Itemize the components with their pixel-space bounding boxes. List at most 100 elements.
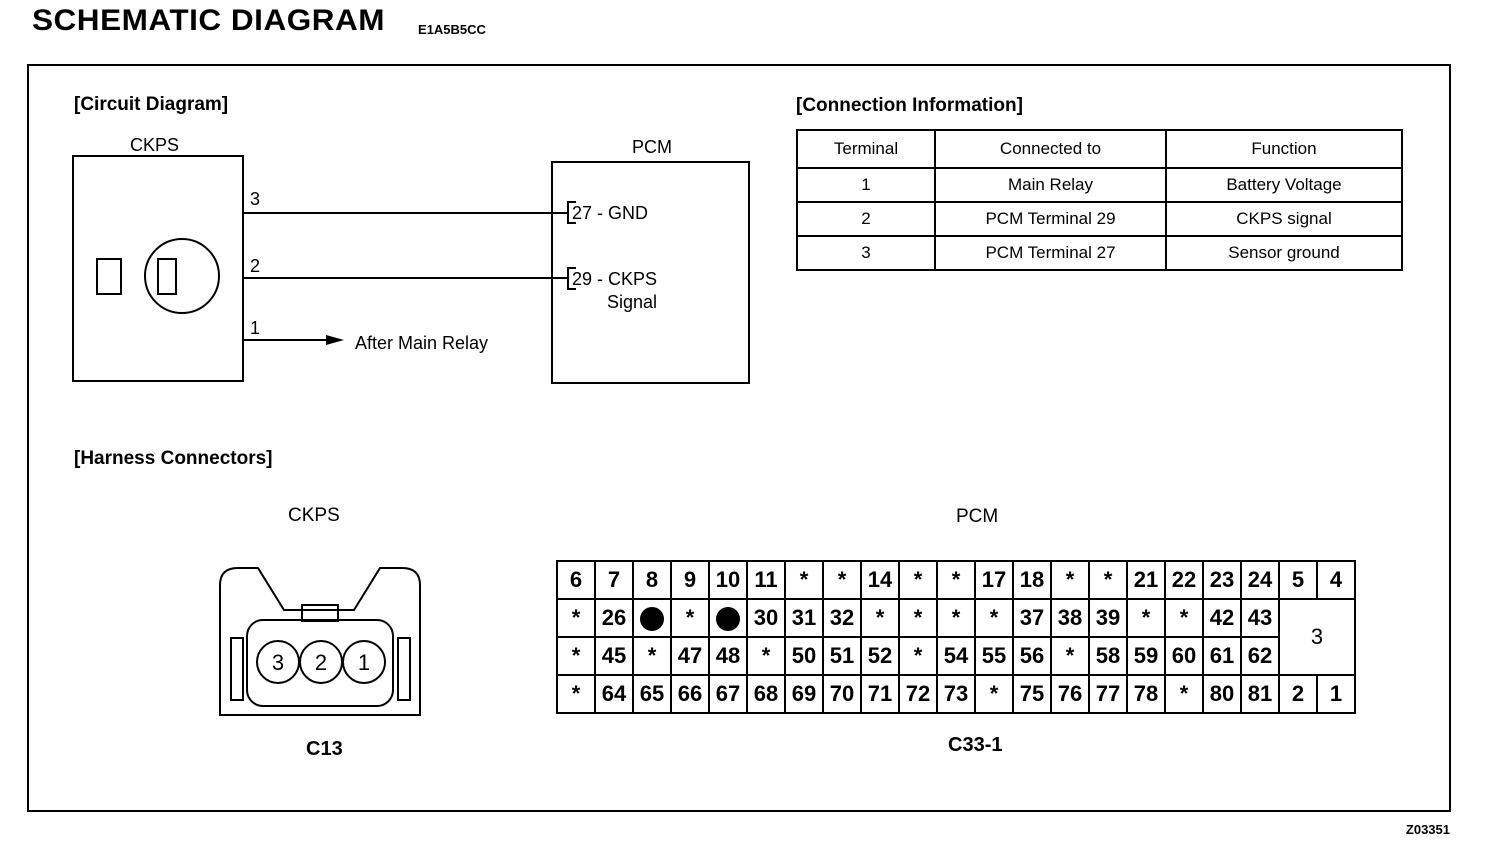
ckps-connector-housing	[219, 567, 421, 716]
ckps-sensor-slot	[96, 258, 122, 295]
pcm-terminal-27-desc: - GND	[592, 203, 649, 223]
pcm-terminal-cell: 45	[594, 636, 634, 676]
table-row: 3 PCM Terminal 27 Sensor ground	[796, 235, 1403, 271]
pcm-terminal-cell-large: 3	[1278, 598, 1356, 676]
ckps-connector-pin-1: 1	[357, 650, 371, 675]
table-cell-function: Sensor ground	[1165, 235, 1403, 271]
pcm-terminal-cell: 75	[1012, 674, 1052, 714]
table-cell-terminal: 2	[796, 201, 936, 237]
pcm-terminal-cell: *	[1164, 598, 1204, 638]
pcm-terminal-cell: 80	[1202, 674, 1242, 714]
pcm-terminal-cell: 60	[1164, 636, 1204, 676]
pcm-box	[551, 161, 750, 384]
pcm-terminal-cell: *	[1050, 636, 1090, 676]
table-cell-connected-to: PCM Terminal 29	[934, 201, 1167, 237]
pcm-terminal-cell: 17	[974, 560, 1014, 600]
pcm-label: PCM	[632, 137, 672, 157]
pcm-terminal-cell: 52	[860, 636, 900, 676]
pcm-terminal-cell: *	[936, 560, 976, 600]
pcm-terminal-29-number: 29	[572, 269, 593, 289]
pcm-terminal-cell: 32	[822, 598, 862, 638]
table-cell-function: CKPS signal	[1165, 201, 1403, 237]
pcm-terminal-cell: 43	[1240, 598, 1280, 638]
pcm-terminal-cell: 22	[1164, 560, 1204, 600]
ckps-connector-lock	[301, 604, 339, 622]
table-header-connected-to: Connected to	[934, 129, 1167, 169]
pcm-terminal-cell: 9	[670, 560, 710, 600]
ckps-label: CKPS	[130, 135, 180, 155]
ckps-pin-2-label: 2	[250, 256, 261, 276]
pcm-terminal-cell: 77	[1088, 674, 1128, 714]
pcm-terminal-cell: *	[898, 598, 938, 638]
document-code: E1A5B5CC	[418, 22, 486, 37]
pcm-terminal-cell: *	[974, 598, 1014, 638]
pcm-terminal-cell: 50	[784, 636, 824, 676]
pcm-terminal-cell: 1	[1316, 674, 1356, 714]
pcm-terminal-cell: 21	[1126, 560, 1166, 600]
ckps-pin-1-label: 1	[250, 318, 261, 338]
table-cell-connected-to: PCM Terminal 27	[934, 235, 1167, 271]
pcm-terminal-cell: *	[670, 598, 710, 638]
pcm-harness-label: PCM	[956, 506, 999, 527]
pcm-terminal-cell: 8	[632, 560, 672, 600]
pcm-terminal-cell: 69	[784, 674, 824, 714]
pcm-terminal-cell: *	[632, 636, 672, 676]
pcm-terminal-cell: 23	[1202, 560, 1242, 600]
ckps-connector-pin-3: 3	[271, 650, 285, 675]
ckps-sensor-inner-slot	[157, 258, 177, 295]
pcm-terminal-cell: *	[784, 560, 824, 600]
term27-bracket	[567, 201, 576, 224]
pcm-terminal-cell: 67	[708, 674, 748, 714]
pcm-terminal-cell: 14	[860, 560, 900, 600]
pcm-terminal-cell: 2	[1278, 674, 1318, 714]
pcm-terminal-cell: 47	[670, 636, 710, 676]
table-header-function: Function	[1165, 129, 1403, 169]
arrow-after-main-relay	[326, 335, 344, 345]
pcm-terminal-cell: 66	[670, 674, 710, 714]
table-cell-terminal: 3	[796, 235, 936, 271]
pcm-terminal-cell: 78	[1126, 674, 1166, 714]
pcm-terminal-dot	[716, 607, 740, 632]
pcm-terminal-29-desc-line2: Signal	[607, 292, 658, 312]
pcm-terminal-cell: *	[898, 636, 938, 676]
pcm-terminal-cell: *	[1050, 560, 1090, 600]
pcm-terminal-cell: *	[746, 636, 786, 676]
pcm-terminal-cell: *	[822, 560, 862, 600]
pcm-terminal-cell: 38	[1050, 598, 1090, 638]
pcm-terminal-cell: 55	[974, 636, 1014, 676]
term29-bracket	[567, 267, 576, 290]
figure-code: Z03351	[1405, 822, 1450, 837]
pcm-terminal-cell: 59	[1126, 636, 1166, 676]
pcm-terminal-cell: 4	[1316, 560, 1356, 600]
pcm-terminal-cell: 51	[822, 636, 862, 676]
ckps-connector-left-tab	[230, 637, 244, 701]
ckps-sensor-circle	[144, 238, 220, 314]
after-main-relay-label: After Main Relay	[355, 333, 489, 353]
ckps-sensor-box	[72, 155, 244, 382]
table-header-row: Terminal Connected to Function	[796, 129, 1403, 169]
pcm-terminal-cell: 73	[936, 674, 976, 714]
connection-info-table: Terminal Connected to Function 1 Main Re…	[796, 129, 1403, 271]
pcm-terminal-cell: 58	[1088, 636, 1128, 676]
table-header-terminal: Terminal	[796, 129, 936, 169]
ckps-connector-pin-2: 2	[314, 650, 328, 675]
ckps-harness-label: CKPS	[288, 505, 340, 526]
pcm-terminal-cell: *	[860, 598, 900, 638]
pcm-terminal-cell: *	[1164, 674, 1204, 714]
pcm-terminal-cell: 6	[556, 560, 596, 600]
pcm-terminal-27: 27 - GND	[572, 203, 648, 224]
pcm-terminal-cell	[632, 598, 672, 638]
pcm-terminal-cell: 71	[860, 674, 900, 714]
pcm-terminal-cell: 68	[746, 674, 786, 714]
pcm-terminal-cell: 39	[1088, 598, 1128, 638]
pcm-terminal-cell: 62	[1240, 636, 1280, 676]
pcm-terminal-29: 29 - CKPS	[572, 269, 657, 290]
pcm-terminal-cell: 81	[1240, 674, 1280, 714]
pcm-connector-id: C33-1	[948, 734, 1003, 756]
pcm-terminal-cell: 48	[708, 636, 748, 676]
pcm-terminal-29-desc: - CKPS	[592, 269, 658, 289]
